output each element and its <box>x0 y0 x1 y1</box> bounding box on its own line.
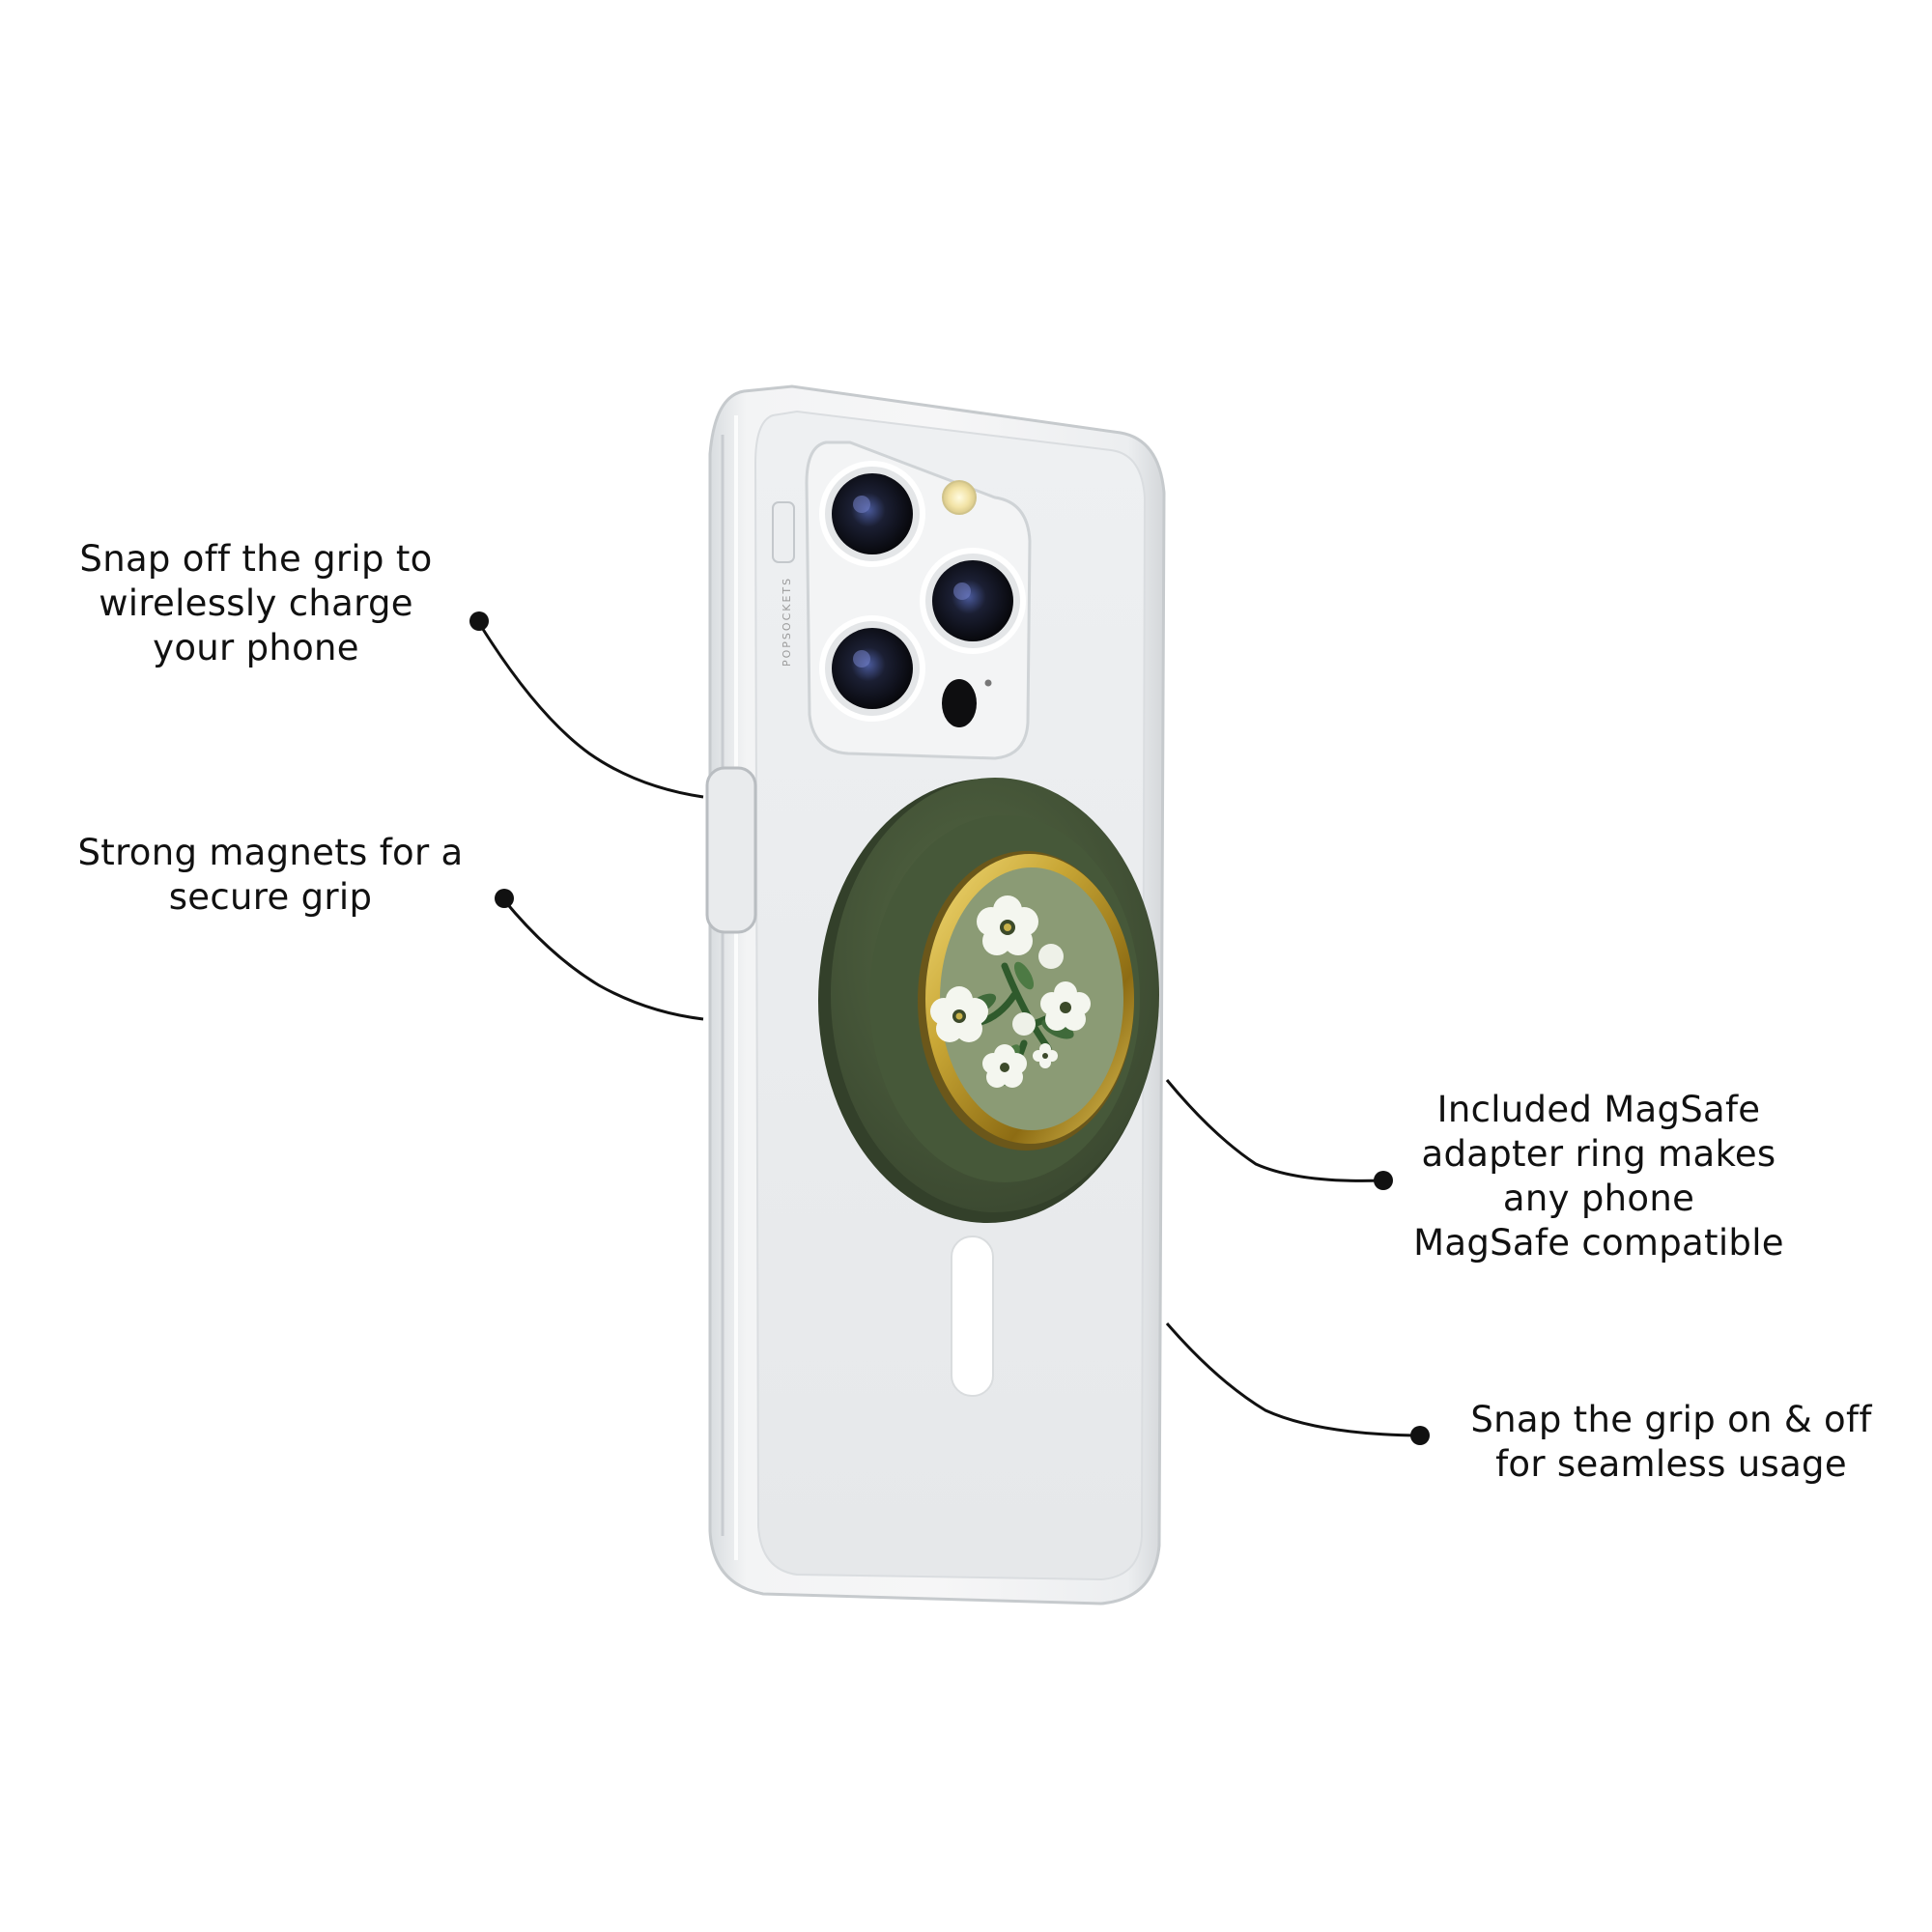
lidar-sensor <box>942 679 977 727</box>
case-brand-text: POPSOCKETS <box>781 577 793 667</box>
callout-line: wirelessly charge <box>99 582 413 624</box>
callout-adapter-text: Included MagSafe adapter ring makes any … <box>1391 1088 1806 1265</box>
callout-line: for seamless usage <box>1495 1443 1847 1485</box>
callout-magnets-text: Strong magnets for a secure grip <box>58 831 483 920</box>
callout-charge-text: Snap off the grip to wirelessly charge y… <box>58 537 454 670</box>
callout-line: your phone <box>153 627 359 668</box>
callout-dot-magnets <box>495 889 514 908</box>
callout-dot-snap <box>1410 1426 1430 1445</box>
callout-line: adapter ring makes <box>1421 1133 1776 1175</box>
side-button <box>705 766 757 934</box>
leader-line-charge <box>477 622 704 799</box>
callout-line: Snap the grip on & off <box>1470 1399 1872 1440</box>
callout-line: Included MagSafe <box>1436 1089 1761 1130</box>
callout-dot-charge <box>469 611 489 631</box>
callout-line: MagSafe compatible <box>1413 1222 1784 1264</box>
leader-line-adapter <box>1165 1079 1384 1182</box>
leader-line-snap <box>1165 1322 1421 1437</box>
mic-dot <box>984 679 992 687</box>
action-button <box>772 501 795 563</box>
callout-leaders <box>477 622 1421 1437</box>
leader-line-magnets <box>502 899 704 1021</box>
callout-line: any phone <box>1502 1178 1695 1219</box>
magsafe-indicator <box>951 1236 994 1397</box>
callout-line: Strong magnets for a <box>77 832 464 873</box>
callout-line: secure grip <box>168 876 373 918</box>
callout-dot-adapter <box>1374 1171 1393 1190</box>
floral-artwork <box>930 895 1091 1088</box>
callout-line: Snap off the grip to <box>79 538 433 580</box>
camera-flash <box>942 480 977 515</box>
callout-snap-text: Snap the grip on & off for seamless usag… <box>1449 1398 1893 1487</box>
camera-module <box>805 440 1032 760</box>
popgrip-top <box>918 851 1134 1151</box>
callout-dots <box>469 611 1430 1445</box>
